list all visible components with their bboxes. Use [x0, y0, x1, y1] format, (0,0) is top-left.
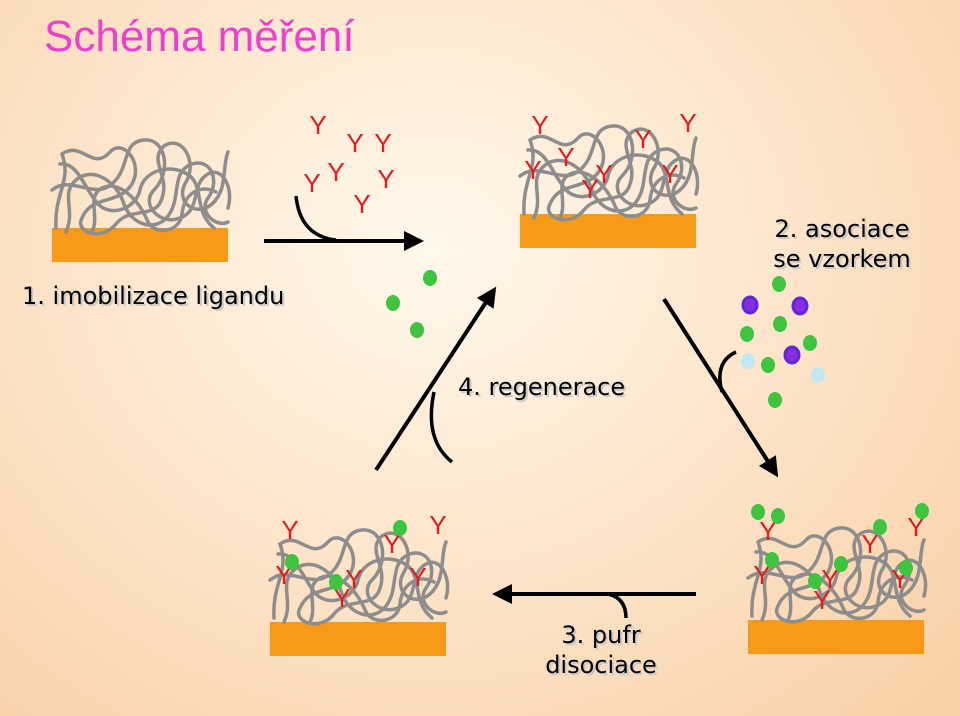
sensor-surface [52, 228, 228, 262]
polymer-matrix [50, 138, 232, 236]
ligand-glyph: Y [409, 562, 426, 592]
analyte-dot [773, 316, 787, 332]
ligand-glyph: Y [524, 155, 541, 185]
step3-label-line2: disociace [545, 651, 657, 679]
ligand-glyph: Y [861, 529, 878, 559]
analyte-dot [285, 554, 299, 570]
ligand-glyph: Y [374, 128, 391, 158]
analyte-dot [915, 503, 929, 519]
ligand-glyph: Y [383, 529, 400, 559]
impurity-dot [783, 345, 801, 365]
polymer-strand [532, 147, 698, 220]
ligand-glyph: Y [813, 585, 830, 615]
arrow-regeneration [374, 286, 497, 472]
ligand-glyph: Y [634, 124, 651, 154]
ligand-glyph: Y [753, 560, 770, 590]
analyte-dot [765, 552, 779, 568]
ligand-glyph: Y [679, 108, 696, 138]
impurity-dot [811, 367, 825, 383]
polymer-strand [760, 549, 926, 622]
analyte-dot [873, 519, 887, 535]
ligand-glyph: Y [821, 564, 838, 594]
analyte-dot [899, 560, 913, 576]
ligand-glyph: Y [531, 110, 548, 140]
ligand-glyph: Y [581, 174, 598, 204]
ligand-glyph: Y [557, 142, 574, 172]
polymer-strand [64, 161, 230, 234]
analyte-dot [761, 357, 775, 373]
analyte-dot [740, 326, 754, 342]
sensor-surface [748, 620, 924, 654]
step3-label-line1: 3. pufr [561, 621, 641, 649]
polymer-strand [276, 552, 434, 620]
polymer-strand [526, 148, 684, 216]
polymer-strand [58, 162, 216, 230]
sensor-surface [520, 214, 696, 248]
sample-molecules [740, 276, 825, 408]
ligand-glyph: Y [281, 515, 298, 545]
ligand-glyph: Y [907, 512, 924, 542]
polymer-strand [750, 529, 926, 624]
polymer-strand [272, 531, 448, 626]
impurity-dot [791, 296, 809, 316]
step4-label: 4. regenerace [458, 373, 626, 401]
step2-label: 2. asociace se vzorkem [752, 214, 932, 274]
analyte-dot [393, 520, 407, 536]
analyte-dot [329, 574, 343, 590]
ligand-glyph: Y [429, 510, 446, 540]
panel-matrix-bare [50, 138, 232, 262]
released-analyte [386, 270, 437, 338]
step1-label: 1. imobilizace ligandu [22, 282, 285, 310]
ligand-glyph: Y [353, 189, 370, 219]
analyte-dot [423, 270, 437, 286]
step3-label: 3. pufr disociace [526, 620, 676, 680]
ligand-glyph: Y [327, 157, 344, 187]
polymer-strand [50, 138, 232, 222]
analyte-dot [803, 335, 817, 351]
analyte-dot [772, 276, 786, 292]
step2-label-line2: se vzorkem [773, 245, 911, 273]
impurity-dot [741, 353, 755, 369]
polymer-strand [518, 124, 700, 208]
ligand-glyph: Y [759, 516, 776, 546]
arrow-association [662, 297, 779, 478]
ligand-glyph: Y [377, 164, 394, 194]
polymer-strand [522, 127, 698, 222]
ligand-glyph: Y [661, 159, 678, 189]
polymer-strand [54, 141, 230, 236]
analyte-dot [768, 392, 782, 408]
arrow-dissociation [492, 584, 696, 619]
polymer-matrix [268, 528, 450, 626]
ligand-glyph: Y [309, 110, 326, 140]
analyte-dot [410, 322, 424, 338]
impurity-dot [741, 295, 759, 315]
polymer-matrix [518, 124, 700, 222]
ligand-glyph: Y [333, 583, 350, 613]
sensor-surface [270, 622, 446, 656]
analyte-dot [751, 504, 765, 520]
page-title: Schéma měření [44, 12, 355, 61]
ligand-glyph: Y [345, 564, 362, 594]
polymer-strand [268, 528, 450, 612]
analyte-dot [771, 508, 785, 524]
polymer-strand [282, 551, 448, 624]
ligand-glyph: Y [303, 168, 320, 198]
ligand-glyph: Y [346, 128, 363, 158]
step2-label-line1: 2. asociace [774, 215, 910, 243]
analyte-dot [834, 556, 848, 572]
analyte-dot [808, 573, 822, 589]
analyte-dot [386, 295, 400, 311]
ligand-glyph: Y [595, 159, 612, 189]
polymer-strand [754, 550, 912, 618]
arrow-immobilization [264, 195, 424, 251]
